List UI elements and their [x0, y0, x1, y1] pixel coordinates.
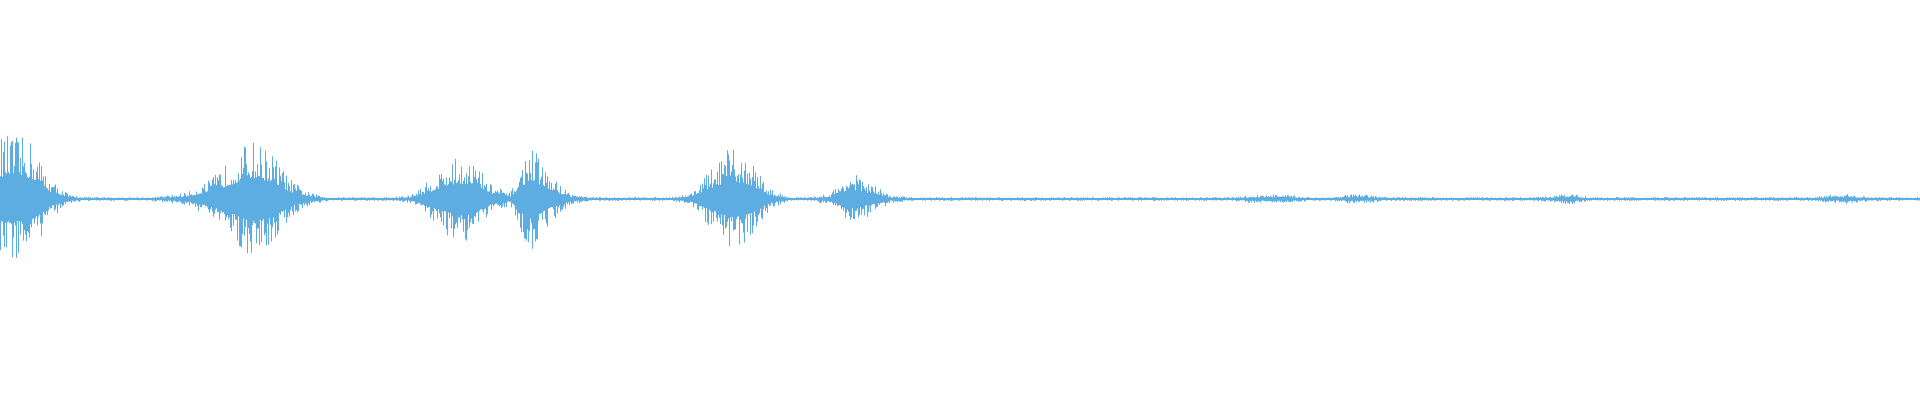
waveform-segment — [1240, 195, 1260, 203]
waveform-segment — [1820, 195, 1840, 204]
waveform-segment — [1420, 197, 1440, 201]
waveform-segment — [1520, 196, 1540, 202]
waveform-segment — [140, 196, 160, 202]
waveform-segment — [820, 188, 840, 206]
waveform-segment — [880, 189, 900, 206]
waveform-segment — [980, 197, 1000, 201]
waveform-segment — [1360, 194, 1380, 203]
waveform-segment — [200, 174, 220, 220]
waveform-segment — [1200, 197, 1220, 201]
waveform-segment — [1060, 197, 1080, 201]
waveform-segment — [1640, 197, 1660, 201]
waveform-segment — [1340, 194, 1360, 204]
waveform-segment — [340, 197, 360, 201]
waveform-segment — [540, 167, 560, 227]
waveform-segment — [240, 143, 260, 253]
waveform-segment — [800, 196, 820, 203]
waveform-segment — [1320, 196, 1340, 202]
waveform-segment — [940, 197, 960, 201]
waveform-segment — [60, 191, 80, 209]
waveform-segment — [1040, 197, 1060, 201]
waveform-segment — [1280, 195, 1300, 203]
waveform-segment — [1580, 196, 1600, 203]
waveform-segment — [160, 195, 180, 204]
waveform-segment — [1560, 194, 1580, 205]
waveform-segment — [1860, 196, 1880, 202]
waveform-segment — [860, 180, 880, 217]
waveform-segment — [420, 174, 440, 221]
waveform-segment — [560, 186, 580, 212]
waveform-segment — [1100, 197, 1120, 201]
waveform-segment — [380, 196, 400, 202]
waveform-segment — [1380, 196, 1400, 201]
waveform-segment — [960, 197, 980, 201]
waveform-segment — [1140, 197, 1160, 201]
waveform-segment — [900, 196, 920, 202]
waveform-segment — [100, 197, 120, 201]
waveform-segment — [40, 166, 60, 237]
waveform-segment — [1500, 197, 1520, 201]
waveform-segment — [1700, 197, 1720, 201]
waveform-segment — [520, 150, 540, 249]
waveform-segment — [1740, 197, 1760, 201]
waveform-segment — [760, 176, 780, 220]
waveform-segment — [1220, 196, 1240, 202]
waveform-segment — [20, 137, 40, 241]
waveform-segment — [1160, 197, 1180, 201]
waveform-segment — [280, 171, 300, 223]
waveform-segment — [700, 162, 720, 225]
waveform-segment — [780, 193, 800, 205]
waveform-segment — [320, 196, 340, 203]
waveform-segment — [1080, 197, 1100, 201]
waveform-segment — [1120, 197, 1140, 201]
waveform-segment — [1680, 197, 1700, 201]
waveform-segment — [1000, 197, 1020, 201]
waveform-segment — [120, 197, 140, 201]
waveform-segment — [1800, 196, 1820, 202]
waveform-segment — [0, 136, 20, 258]
waveform-segment — [180, 191, 200, 212]
waveform-segment — [80, 196, 100, 201]
waveform-segment — [1880, 197, 1900, 201]
waveform-segment — [1760, 197, 1780, 201]
waveform-segment — [1780, 197, 1800, 201]
waveform-segment — [720, 149, 740, 247]
waveform-segment — [640, 197, 660, 201]
waveform-segment — [680, 190, 700, 211]
waveform-segment — [1720, 197, 1740, 201]
waveform-segment — [480, 173, 500, 218]
waveform-segment — [1840, 194, 1860, 204]
waveform-segment — [440, 158, 460, 238]
waveform-segment — [740, 163, 760, 243]
waveform-segment — [1540, 195, 1560, 203]
waveform-segment — [1660, 197, 1680, 201]
waveform-segment — [500, 181, 520, 220]
waveform-segment — [620, 197, 640, 201]
waveform-segment — [600, 197, 620, 201]
waveform-segment — [1180, 197, 1200, 201]
waveform-segment — [840, 175, 860, 220]
waveform-segment — [1600, 197, 1620, 201]
waveform-segment — [260, 147, 280, 246]
waveform-segment — [220, 165, 240, 247]
waveform-segment — [920, 197, 940, 201]
waveform-segment — [300, 189, 320, 208]
waveform-segment — [1620, 197, 1640, 201]
waveform-segment — [1440, 197, 1460, 201]
waveform-segment — [1260, 194, 1280, 203]
waveform-segment — [1900, 197, 1920, 201]
waveform-segment — [1460, 197, 1480, 201]
waveform-segment — [1480, 197, 1500, 201]
waveform-segment — [660, 196, 680, 203]
waveform-segment — [400, 190, 420, 205]
waveform-segment — [580, 196, 600, 202]
waveform-segment — [360, 197, 380, 201]
waveform-segment — [460, 165, 480, 241]
waveform-segment — [1020, 197, 1040, 201]
waveform-segment — [1400, 197, 1420, 201]
waveform-segment — [1300, 197, 1320, 202]
